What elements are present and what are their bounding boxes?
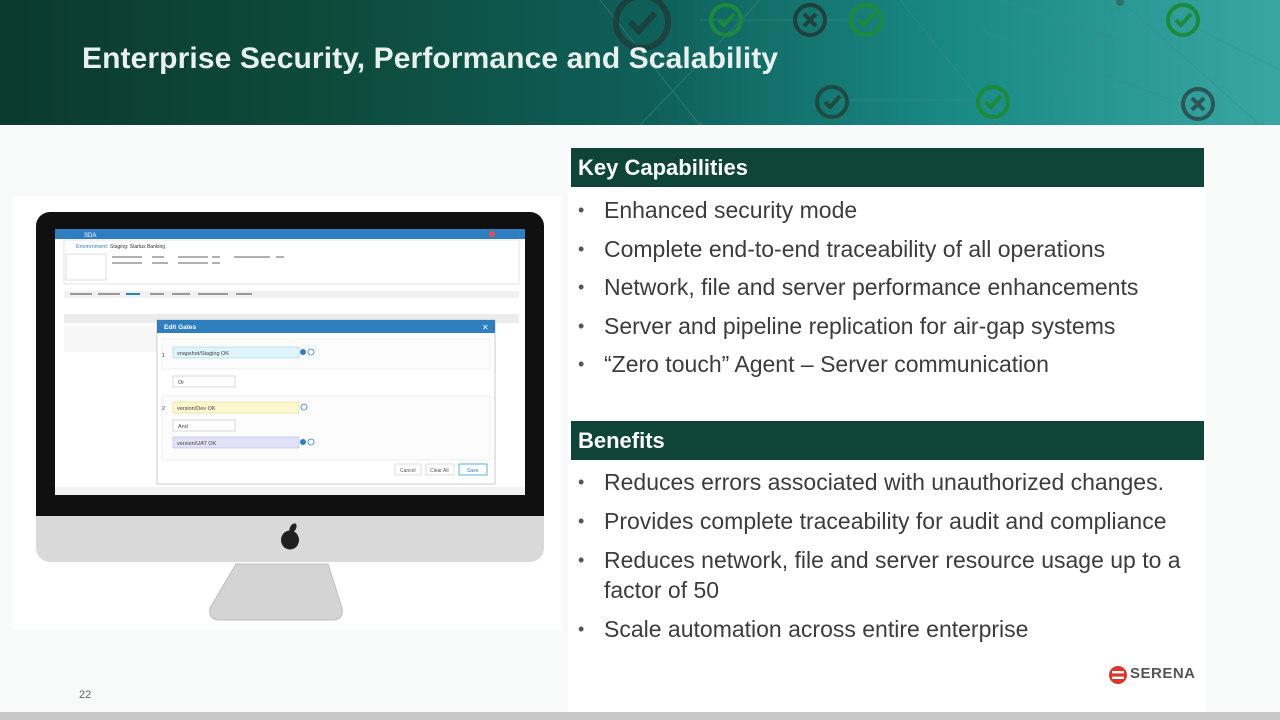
imac-illustration: SDA Environment: Staging: Startus Bankin… [36,212,544,621]
list-item: “Zero touch” Agent – Server communicatio… [568,349,1198,379]
header-banner: Enterprise Security, Performance and Sca… [0,0,1280,125]
check-circle-icon [1166,3,1200,37]
close-icon[interactable]: ✕ [482,323,489,332]
product-screenshot: SDA Environment: Staging: Startus Bankin… [12,196,562,630]
list-item: Reduces network, file and server resourc… [568,545,1198,605]
edit-gates-dialog: Edit Gates ✕ 1 snapshot/Staging OK Or 2 … [156,319,496,485]
content-column: Key Capabilities Enhanced security mode … [568,148,1206,712]
clear-all-button[interactable]: Clear All [430,468,449,474]
cancel-button[interactable]: Cancel [400,468,416,474]
and-select[interactable]: And [178,424,188,430]
gate-2a-value[interactable]: version/Dev OK [177,406,216,412]
list-item: Enhanced security mode [568,195,1198,225]
environment-label: Environment: [76,244,109,250]
check-circle-icon [815,85,849,119]
gate-1-value[interactable]: snapshot/Staging OK [177,351,229,357]
network-background [599,0,1280,125]
list-item: Complete end-to-end traceability of all … [568,234,1198,264]
x-circle-icon [1181,87,1215,121]
list-item: Reduces errors associated with unauthori… [568,467,1198,497]
check-circle-icon [613,0,671,51]
list-item: Scale automation across entire enterpris… [568,614,1198,644]
serena-logo-icon [1109,666,1127,684]
gate-2-number: 2 [162,406,165,412]
list-item: Server and pipeline replication for air-… [568,311,1198,341]
plus-circle-icon[interactable] [300,349,306,355]
list-item: Network, file and server performance enh… [568,272,1198,302]
page-number: 22 [79,689,92,701]
gate-1-number: 1 [162,353,165,359]
gate-2b-value[interactable]: version/UAT OK [177,441,217,447]
list-item: Provides complete traceability for audit… [568,506,1198,536]
key-capabilities-header: Key Capabilities [571,148,1204,187]
logo-text: SERENA [1130,665,1196,682]
apple-logo-icon [281,523,299,550]
slide-title: Enterprise Security, Performance and Sca… [82,42,779,75]
check-circle-icon [849,3,883,37]
footer-bar [0,712,1280,720]
serena-logo: SERENA [1108,664,1224,686]
app-name: SDA [84,233,96,239]
key-capabilities-list: Enhanced security mode Complete end-to-e… [568,195,1198,388]
save-button[interactable]: Save [467,468,479,474]
environment-name: Staging: Startus Banking [110,244,165,250]
x-circle-icon [793,3,827,37]
dialog-title: Edit Gates [164,324,197,331]
or-select[interactable]: Or [178,380,184,386]
benefits-header: Benefits [571,421,1204,460]
check-circle-icon [709,3,743,37]
benefits-list: Reduces errors associated with unauthori… [568,467,1198,653]
check-circle-icon [976,85,1010,119]
